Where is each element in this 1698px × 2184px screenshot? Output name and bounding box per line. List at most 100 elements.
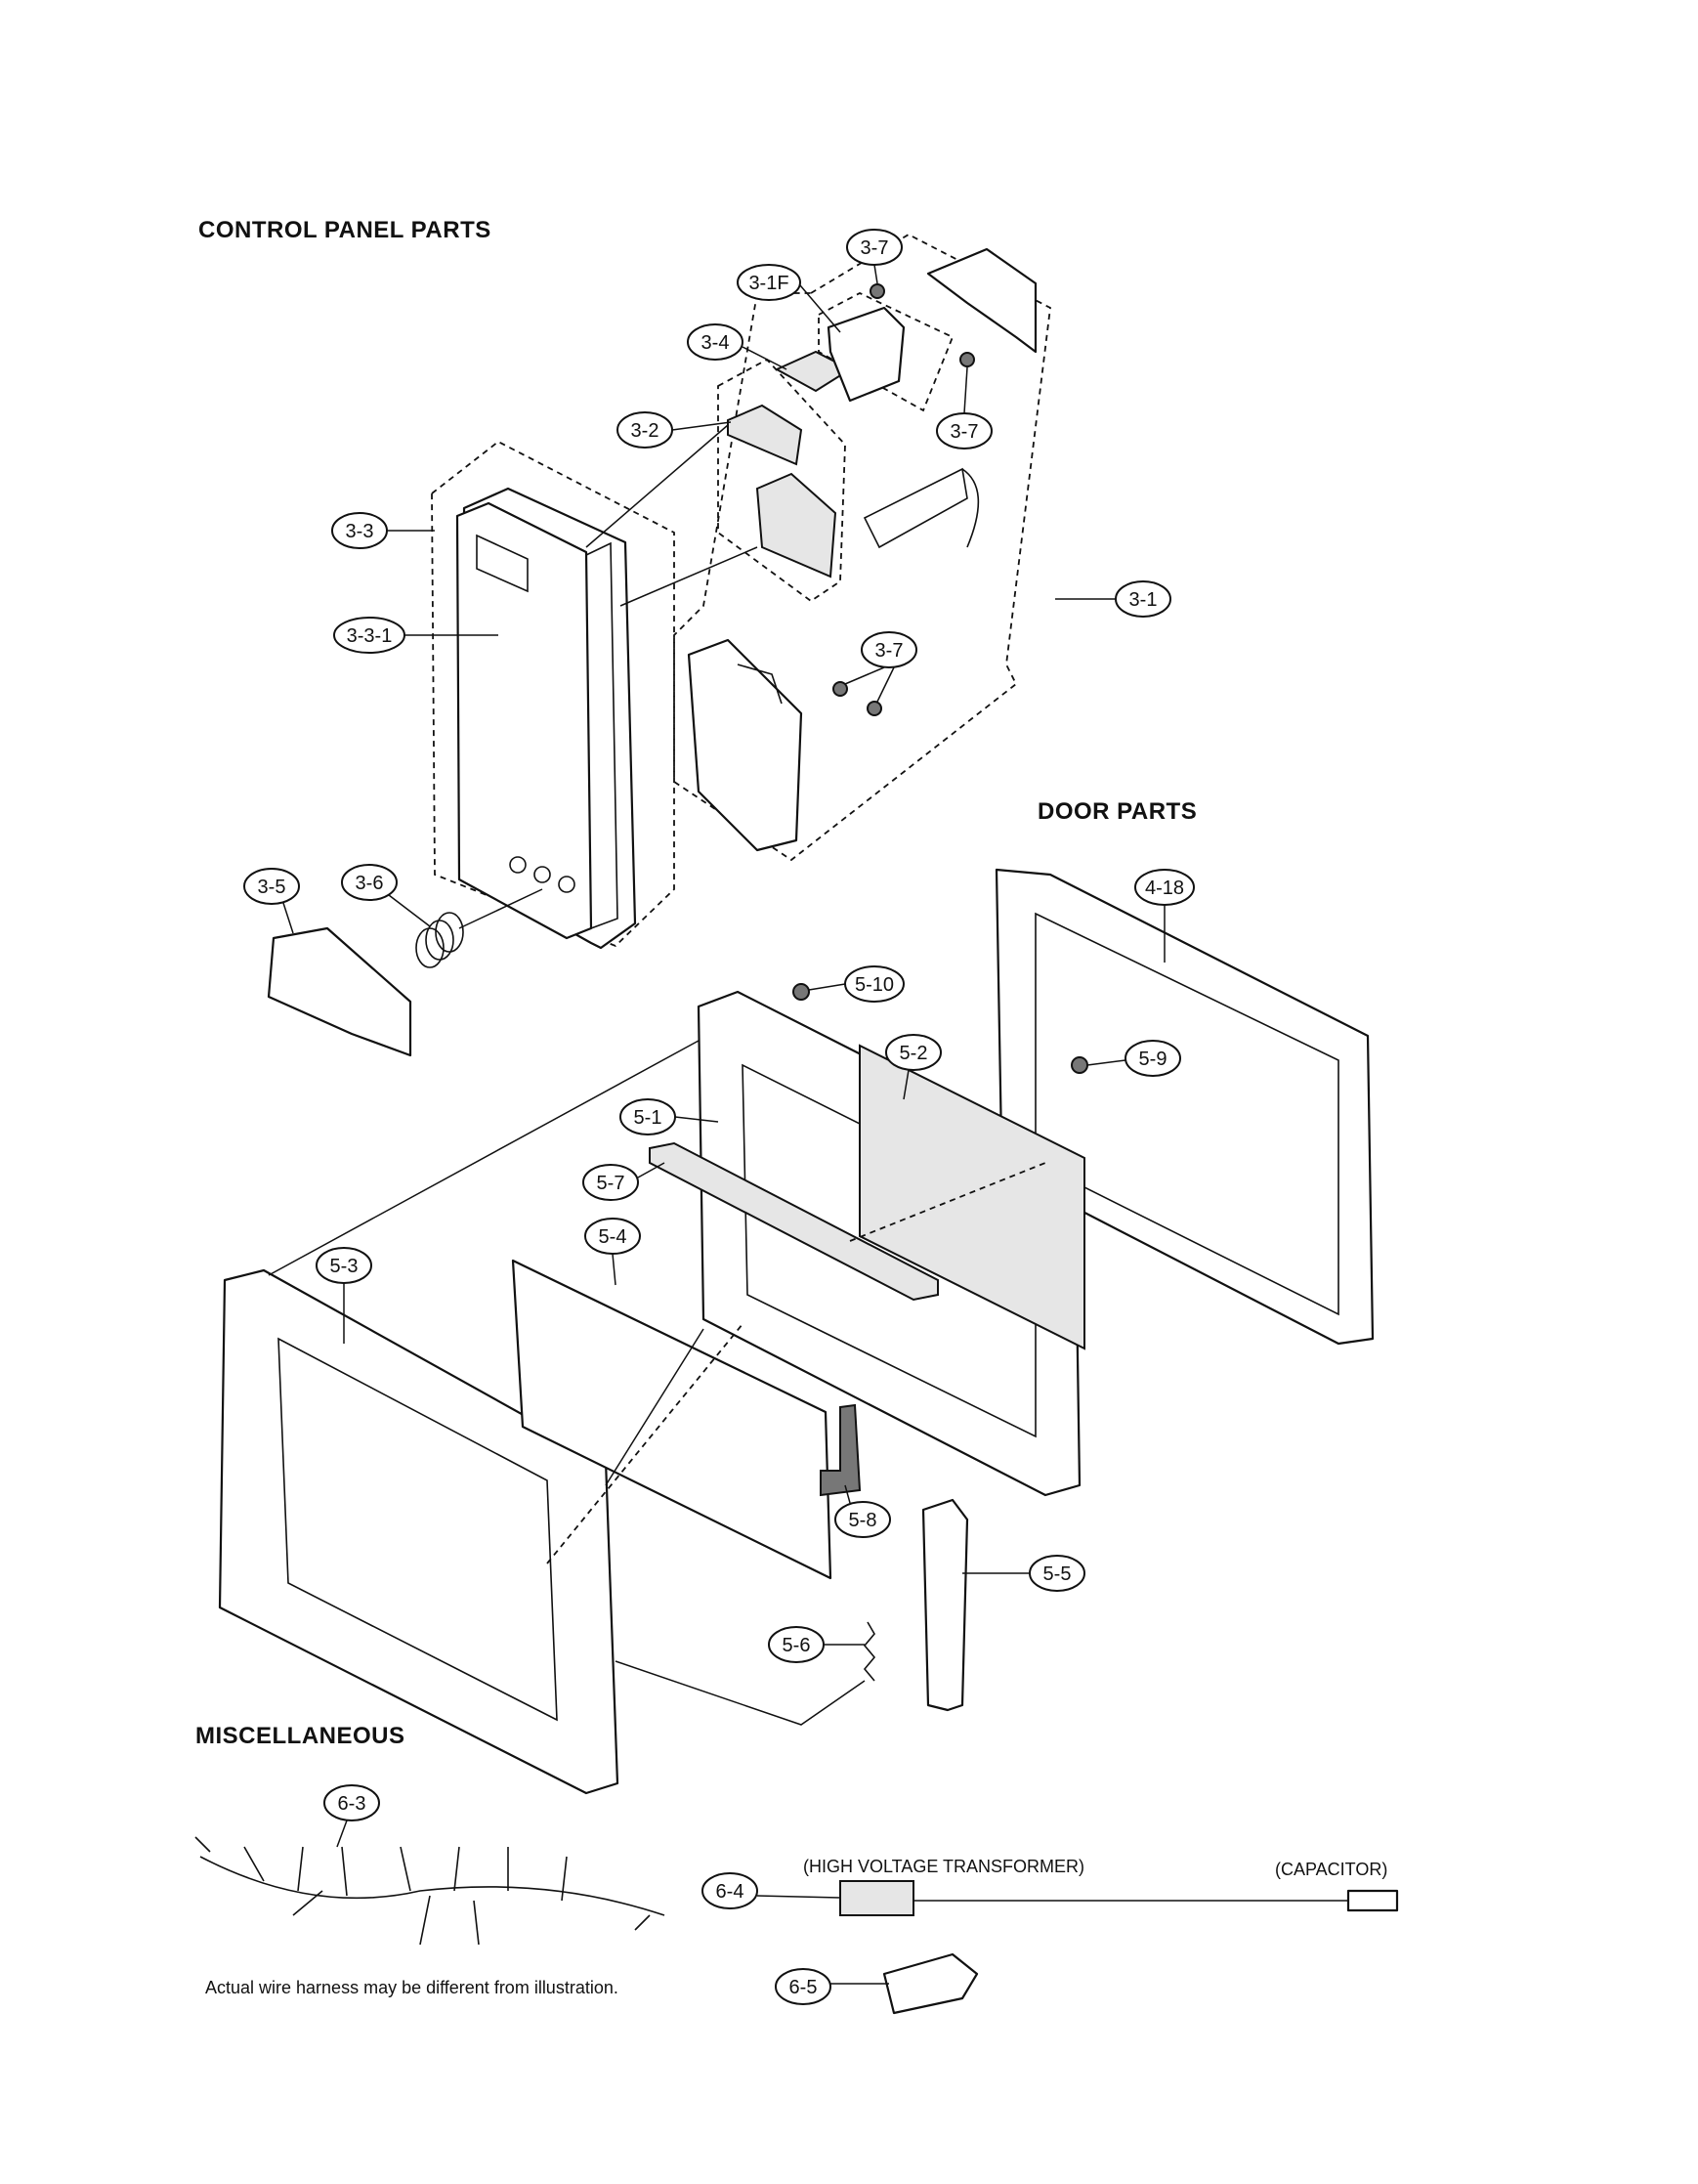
door-choke-inner bbox=[1035, 912, 1339, 1316]
panel-hole-1 bbox=[509, 856, 527, 874]
assembly-line-2 bbox=[605, 1328, 704, 1486]
callout-3-3: 3-3 bbox=[331, 512, 435, 549]
svg-text:5-3: 5-3 bbox=[330, 1256, 359, 1277]
callout-3-1: 3-1 bbox=[1055, 580, 1171, 618]
svg-text:6-5: 6-5 bbox=[789, 1977, 818, 1998]
lcd-module bbox=[755, 472, 837, 578]
svg-text:5-2: 5-2 bbox=[900, 1043, 928, 1064]
door-parts-heading: DOOR PARTS bbox=[1038, 798, 1198, 825]
svg-text:3-3-1: 3-3-1 bbox=[347, 625, 393, 647]
capacitor-terminal bbox=[1346, 1889, 1399, 1912]
callout-5-5: 5-5 bbox=[962, 1555, 1085, 1592]
svg-text:5-10: 5-10 bbox=[855, 974, 894, 996]
outer-door bbox=[218, 1268, 619, 1795]
svg-text:5-5: 5-5 bbox=[1043, 1563, 1072, 1585]
callout-5-8: 5-8 bbox=[834, 1484, 891, 1538]
screw-5-10 bbox=[792, 983, 810, 1001]
callout-3-5: 3-5 bbox=[243, 868, 300, 934]
svg-text:5-9: 5-9 bbox=[1139, 1049, 1167, 1070]
svg-text:3-3: 3-3 bbox=[346, 521, 374, 542]
callout-3-4: 3-4 bbox=[687, 323, 787, 370]
door-seal-strip bbox=[649, 1141, 939, 1302]
latch-spring bbox=[863, 1621, 876, 1682]
screw-3-7-pcb-2 bbox=[867, 701, 882, 716]
svg-text:3-6: 3-6 bbox=[356, 873, 384, 894]
callout-5-6: 5-6 bbox=[768, 1626, 865, 1663]
assembly-line-3 bbox=[615, 1660, 866, 1726]
svg-text:3-4: 3-4 bbox=[701, 332, 730, 354]
screw-5-9 bbox=[1071, 1056, 1088, 1074]
callout-5-9: 5-9 bbox=[1086, 1040, 1181, 1077]
hv-transformer-label: (HIGH VOLTAGE TRANSFORMER) bbox=[803, 1857, 1085, 1876]
spring-leader bbox=[458, 888, 543, 929]
control-panel-window bbox=[476, 534, 529, 593]
latch-hook bbox=[921, 1498, 969, 1712]
hv-fuse-holder bbox=[839, 1880, 914, 1916]
callout-3-3-1: 3-3-1 bbox=[333, 617, 498, 654]
screw-3-7-pcb-1 bbox=[832, 681, 848, 697]
svg-text:6-3: 6-3 bbox=[338, 1793, 366, 1815]
panel-hole-2 bbox=[533, 866, 551, 883]
main-pcb bbox=[687, 638, 803, 852]
control-panel-parts-heading: CONTROL PANEL PARTS bbox=[198, 217, 491, 243]
ribbon-cable bbox=[863, 467, 980, 549]
svg-text:5-8: 5-8 bbox=[849, 1510, 877, 1531]
capacitor-label: (CAPACITOR) bbox=[1275, 1860, 1388, 1879]
callout-6-5: 6-5 bbox=[775, 1968, 889, 2005]
callout-5-2: 5-2 bbox=[885, 1034, 942, 1100]
assembly-line-1 bbox=[268, 1040, 700, 1276]
svg-text:3-1F: 3-1F bbox=[748, 273, 788, 294]
pcb-connector bbox=[737, 664, 783, 705]
wire-harness-branch bbox=[194, 1836, 651, 1946]
svg-text:6-4: 6-4 bbox=[716, 1881, 744, 1903]
hv-diode-bracket bbox=[882, 1952, 979, 2015]
door-screen bbox=[859, 1044, 1085, 1350]
mounting-bracket bbox=[926, 247, 1038, 354]
harness-note: Actual wire harness may be different fro… bbox=[205, 1978, 618, 1997]
control-panel-group bbox=[267, 233, 1051, 1057]
outer-door-window bbox=[277, 1337, 558, 1722]
svg-text:5-1: 5-1 bbox=[634, 1107, 662, 1129]
control-panel-edge bbox=[585, 541, 618, 929]
button-spring bbox=[415, 912, 464, 968]
display-pcb bbox=[727, 404, 803, 466]
control-panel-assembly-outline bbox=[431, 440, 675, 948]
callout-3-6: 3-6 bbox=[341, 864, 431, 927]
callout-5-4: 5-4 bbox=[584, 1218, 641, 1286]
svg-text:3-5: 3-5 bbox=[258, 877, 286, 898]
callout-3-7-top: 3-7 bbox=[846, 229, 903, 284]
svg-text:3-7: 3-7 bbox=[875, 640, 904, 662]
svg-text:5-6: 5-6 bbox=[783, 1635, 811, 1656]
alignment-line-1 bbox=[546, 1323, 743, 1564]
miscellaneous-heading: MISCELLANEOUS bbox=[195, 1723, 405, 1749]
alignment-line-2 bbox=[849, 1162, 1046, 1242]
svg-text:4-18: 4-18 bbox=[1145, 878, 1184, 899]
callout-5-10: 5-10 bbox=[808, 965, 905, 1003]
callout-3-7-mid: 3-7 bbox=[936, 366, 993, 450]
door-open-button bbox=[267, 926, 412, 1057]
relay-outline bbox=[818, 291, 955, 412]
callout-6-4: 6-4 bbox=[701, 1872, 841, 1909]
svg-text:3-7: 3-7 bbox=[861, 237, 889, 259]
wire-harness-main bbox=[199, 1856, 665, 1916]
screw-3-7-mid bbox=[959, 352, 975, 367]
svg-text:3-1: 3-1 bbox=[1129, 589, 1158, 611]
callout-3-1f: 3-1F bbox=[737, 264, 841, 333]
door-stopper bbox=[820, 1403, 862, 1497]
callout-4-18: 4-18 bbox=[1134, 869, 1195, 963]
callout-5-7: 5-7 bbox=[582, 1162, 665, 1201]
panel-hole-3 bbox=[558, 876, 575, 893]
relay-bracket bbox=[827, 306, 906, 403]
svg-text:5-7: 5-7 bbox=[597, 1173, 625, 1194]
callout-3-2: 3-2 bbox=[616, 411, 732, 449]
callout-5-3: 5-3 bbox=[316, 1247, 372, 1344]
svg-text:5-4: 5-4 bbox=[599, 1226, 627, 1248]
screw-3-7-top bbox=[870, 283, 885, 299]
callout-6-3: 6-3 bbox=[323, 1784, 380, 1848]
svg-text:3-2: 3-2 bbox=[631, 420, 659, 442]
callout-3-7-pcb: 3-7 bbox=[844, 631, 917, 703]
door-group bbox=[218, 868, 1375, 1795]
door-glass bbox=[511, 1259, 832, 1580]
callout-5-1: 5-1 bbox=[619, 1098, 719, 1135]
